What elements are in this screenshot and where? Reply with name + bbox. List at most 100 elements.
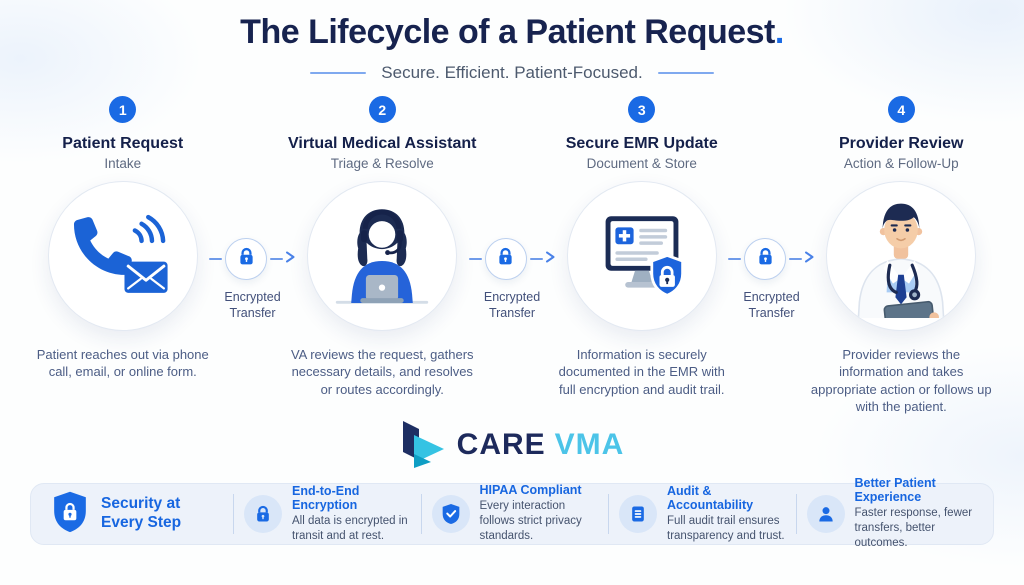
page-title-text: The Lifecycle of a Patient Request	[240, 13, 775, 51]
connector-row	[728, 238, 815, 280]
lock-bubble	[225, 238, 267, 280]
step-subtitle: Triage & Resolve	[330, 156, 434, 171]
step-illustration-circle	[826, 181, 977, 331]
step-title: Patient Request	[62, 135, 184, 152]
shield-lock-icon	[51, 490, 89, 538]
connector-label-line1: Encrypted	[743, 290, 800, 304]
emr-shield-icon	[586, 198, 698, 315]
lock-icon	[236, 246, 257, 272]
connector-label-line2: Transfer	[229, 306, 276, 321]
arrow-right-icon	[543, 250, 556, 269]
step-number-badge: 1	[109, 96, 137, 123]
infographic-root: The Lifecycle of a Patient Request. Secu…	[0, 0, 1024, 549]
banner-item-better-patient-experience: Better Patient Experience Faster respons…	[806, 476, 974, 551]
banner-lead-title-line2: Every Step	[101, 513, 182, 531]
banner-item-title: Audit & Accountability	[667, 483, 754, 512]
banner-item-audit-accountability: Audit & Accountability Full audit trail …	[619, 484, 786, 544]
lock-bubble	[484, 238, 527, 280]
banner-divider	[608, 493, 609, 534]
connector-label-line2: Transfer	[488, 306, 536, 321]
connector-label: Encrypted Transfer	[224, 289, 280, 322]
step-title: Secure EMR Update	[565, 135, 718, 152]
logo-vma-text: VMA	[554, 428, 625, 462]
lock-icon	[755, 246, 776, 272]
lifecycle-flow: 1 Patient Request Intake	[0, 96, 1024, 416]
page-subtitle: Secure. Efficient. Patient-Focused.	[381, 63, 643, 82]
phone-email-icon	[71, 205, 175, 307]
lock-icon	[244, 494, 282, 533]
connector-label-line1: Encrypted	[483, 290, 541, 304]
subtitle-row: Secure. Efficient. Patient-Focused.	[0, 63, 1024, 83]
shield-check-icon	[431, 494, 470, 533]
subtitle-rule-left	[310, 72, 367, 74]
lock-bubble	[744, 238, 786, 280]
banner-item-text: Better Patient Experience Faster respons…	[855, 476, 974, 551]
banner-item-title: HIPAA Compliant	[479, 483, 582, 498]
step-description: Information is securely documented in th…	[558, 347, 725, 397]
connector-label-line1: Encrypted	[224, 290, 281, 304]
banner-item-title: Better Patient Experience	[854, 476, 936, 505]
banner-item-text: HIPAA Compliant Every interaction follow…	[480, 483, 599, 544]
banner-lead-security-at-every-step: Security at Every Step	[51, 490, 223, 538]
step-number-badge: 2	[368, 96, 396, 123]
step-subtitle: Document & Store	[586, 156, 697, 171]
lock-icon	[495, 246, 516, 272]
step-illustration-circle	[566, 181, 717, 331]
banner-lead-title-line1: Security at	[101, 494, 181, 512]
doctor-icon	[837, 190, 965, 330]
banner-divider	[795, 493, 797, 534]
connector-line	[789, 258, 802, 260]
banner-item-description: All data is encrypted in transit and at …	[292, 514, 408, 542]
banner-item-description: Faster response, fewer transfers, better…	[854, 507, 973, 550]
banner-item-description: Every interaction follows strict privacy…	[479, 500, 582, 543]
step-2-virtual-medical-assistant: 2 Virtual Medical Assistant Triage & Res…	[286, 96, 480, 398]
encrypted-transfer-connector: Encrypted Transfer	[468, 238, 554, 322]
arrow-right-icon	[802, 250, 815, 269]
support-agent-icon	[326, 198, 438, 315]
connector-row	[209, 238, 296, 280]
encrypted-transfer-connector: Encrypted Transfer	[728, 238, 814, 322]
connector-row	[468, 238, 556, 280]
subtitle-rule-right	[657, 72, 714, 74]
document-icon	[619, 494, 657, 533]
connector-line	[728, 258, 741, 260]
step-description: Patient reaches out via phone call, emai…	[36, 347, 209, 380]
arrow-right-icon	[283, 250, 296, 269]
banner-item-end-to-end-encryption: End-to-End Encryption All data is encryp…	[244, 484, 411, 544]
connector-label: Encrypted Transfer	[743, 289, 799, 322]
step-illustration-circle	[307, 181, 458, 331]
step-title: Provider Review	[839, 135, 964, 152]
banner-divider	[233, 493, 234, 534]
banner-lead-title: Security at Every Step	[101, 495, 181, 533]
step-title: Virtual Medical Assistant	[287, 135, 477, 152]
step-1-patient-request: 1 Patient Request Intake	[26, 96, 220, 381]
step-subtitle: Action & Follow-Up	[843, 156, 959, 171]
banner-item-title: End-to-End Encryption	[292, 483, 360, 512]
logo-care-text: CARE	[456, 428, 546, 462]
step-subtitle: Intake	[104, 156, 142, 171]
banner-divider	[420, 493, 422, 534]
step-number-badge: 3	[628, 96, 656, 123]
page-title: The Lifecycle of a Patient Request.	[0, 13, 1024, 52]
connector-line	[270, 258, 283, 260]
encrypted-transfer-connector: Encrypted Transfer	[209, 238, 295, 322]
connector-label-line2: Transfer	[748, 306, 795, 321]
banner-item-text: Audit & Accountability Full audit trail …	[667, 484, 786, 544]
step-4-provider-review: 4 Provider Review Action & Follow-Up	[805, 96, 999, 416]
step-illustration-circle	[47, 181, 198, 331]
header: The Lifecycle of a Patient Request. Secu…	[0, 0, 1024, 83]
step-3-secure-emr-update: 3 Secure EMR Update Document & Store	[545, 96, 739, 398]
banner-item-hipaa-compliant: HIPAA Compliant Every interaction follow…	[431, 483, 599, 544]
step-number-badge: 4	[887, 96, 915, 123]
connector-line	[468, 258, 482, 260]
page-title-period: .	[774, 13, 784, 51]
banner-item-text: End-to-End Encryption All data is encryp…	[292, 484, 411, 544]
banner-item-description: Full audit trail ensures transparency an…	[667, 514, 785, 542]
carevma-logo-mark	[400, 418, 446, 473]
person-icon	[806, 494, 845, 533]
connector-label: Encrypted Transfer	[484, 289, 540, 322]
step-description: Provider reviews the information and tak…	[810, 347, 992, 415]
security-banner: Security at Every Step End-to-End Encryp…	[30, 476, 994, 549]
